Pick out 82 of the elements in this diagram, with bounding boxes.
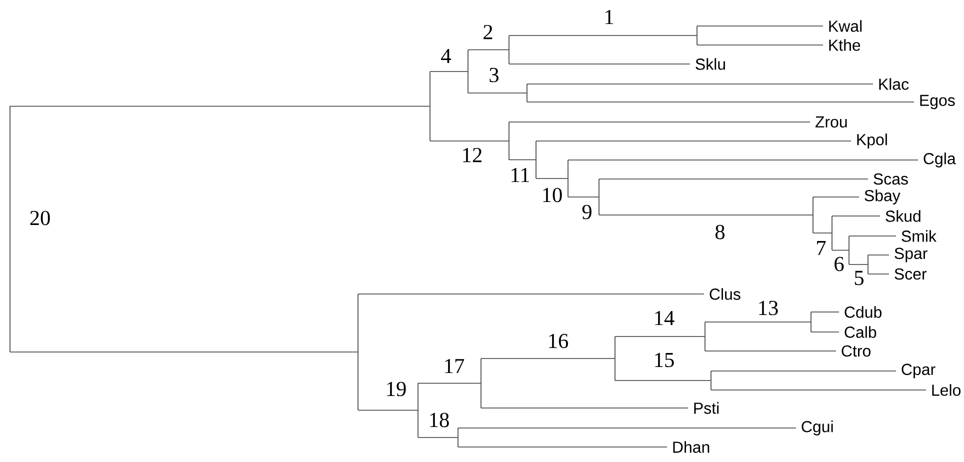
species-label: Sklu: [696, 58, 725, 70]
junction-line: [696, 26, 698, 46]
species-label: Lelo: [932, 384, 960, 396]
tree-branch: [480, 358, 615, 359]
tree-branch: [418, 382, 481, 384]
junction-line: [810, 312, 812, 332]
tree-branch: [598, 178, 868, 180]
branch-label: 4: [440, 48, 452, 64]
tree-branch: [468, 49, 509, 50]
species-label: Scer: [894, 268, 927, 280]
species-label: Ctro: [842, 345, 870, 357]
branch-label: 13: [756, 300, 780, 316]
junction-line: [704, 322, 706, 352]
species-label: Cpar: [902, 364, 936, 378]
tree-branch: [568, 196, 599, 198]
branch-label: 5: [853, 270, 865, 286]
tree-branch: [710, 370, 896, 372]
species-label: Egos: [920, 94, 955, 110]
branch-label: 6: [833, 256, 845, 272]
species-label: Spar: [894, 248, 928, 262]
branch-label: 8: [714, 224, 726, 240]
species-label: Scas: [874, 173, 908, 185]
tree-branch: [468, 92, 527, 94]
branch-label: 14: [652, 310, 676, 326]
tree-branch: [614, 380, 711, 381]
tree-branch: [10, 106, 430, 107]
species-label: Kthe: [829, 39, 860, 51]
tree-branch: [536, 140, 852, 142]
species-label: Smik: [902, 230, 937, 242]
tree-branch: [430, 140, 509, 142]
tree-branch: [868, 254, 890, 256]
species-label: Skud: [886, 210, 920, 222]
tree-branch: [458, 446, 668, 448]
tree-branch: [614, 336, 705, 337]
tree-branch: [358, 410, 418, 411]
tree-branch: [536, 178, 568, 179]
tree-branch: [832, 250, 849, 251]
branch-label: 19: [384, 381, 408, 397]
branch-label: 3: [488, 67, 500, 83]
tree-branch: [508, 159, 536, 160]
species-label: Cgla: [924, 152, 956, 168]
species-label: Clus: [710, 288, 740, 300]
branch-label: 11: [509, 167, 531, 183]
junction-line: [710, 370, 712, 390]
tree-branch: [704, 350, 836, 352]
species-label: Cdub: [844, 306, 882, 318]
branch-label: 16: [546, 333, 570, 349]
tree-branch: [696, 44, 824, 46]
junction-line: [812, 196, 814, 234]
branch-label: 1: [603, 9, 615, 25]
branch-label: 10: [540, 187, 564, 203]
tree-branch: [430, 71, 468, 72]
branch-label: 9: [581, 204, 593, 220]
node-label: 20: [28, 210, 52, 226]
branch-label: 2: [482, 24, 494, 40]
species-label: Klac: [879, 78, 909, 90]
species-label: Sbay: [864, 190, 900, 204]
species-label: Cgui: [802, 420, 833, 436]
junction-line: [848, 236, 850, 265]
species-label: Kpol: [857, 134, 887, 148]
junction-line: [598, 178, 600, 216]
species-label: Kwal: [829, 20, 862, 32]
species-label: Calb: [844, 326, 876, 338]
tree-branch: [812, 196, 860, 198]
tree-branch: [418, 437, 458, 438]
tree-branch: [508, 35, 697, 36]
species-label: Dhan: [673, 441, 710, 453]
branch-label: 15: [652, 352, 676, 368]
branch-label: 17: [442, 358, 466, 374]
junction-line: [508, 122, 510, 160]
branch-label: 7: [815, 240, 827, 256]
junction-line: [508, 35, 510, 64]
branch-label: 12: [460, 147, 484, 163]
tree-branch: [848, 264, 868, 265]
tree-branch: [812, 232, 832, 234]
branch-label: 18: [428, 412, 450, 428]
junction-line: [614, 336, 616, 381]
junction-line: [480, 358, 482, 408]
species-label: Zrou: [815, 116, 847, 128]
tree-branch: [598, 214, 813, 216]
junction-line: [526, 84, 528, 102]
species-label: Psti: [694, 402, 719, 414]
